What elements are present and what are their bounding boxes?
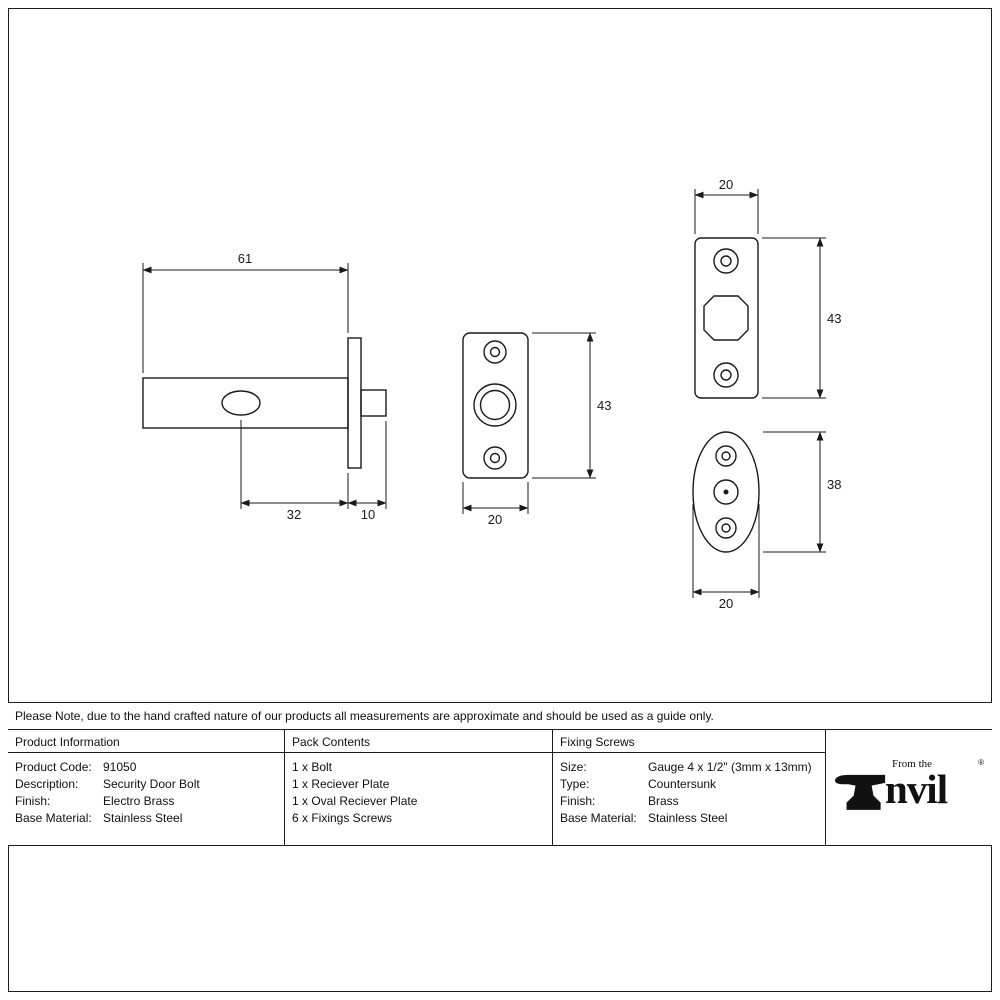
dimension-receiver-height: 43 bbox=[762, 237, 841, 399]
dim-label-receiver-height: 43 bbox=[827, 311, 841, 326]
dim-label-receiver-width: 20 bbox=[719, 177, 733, 192]
dim-label-faceplate-height: 43 bbox=[597, 398, 611, 413]
faceplate-bottom-screw-hole bbox=[483, 446, 507, 470]
row-value: Countersunk bbox=[648, 776, 717, 791]
brand-logo-cell: From the ® nvil bbox=[826, 730, 992, 845]
faceplate-front-view bbox=[462, 332, 529, 479]
bolt-slot-hole bbox=[221, 390, 261, 416]
row-value: 91050 bbox=[103, 759, 137, 774]
bolt-side-view bbox=[142, 337, 387, 469]
table-row: Finish: Electro Brass bbox=[15, 792, 284, 809]
row-label: Description: bbox=[15, 776, 79, 791]
row-value: Electro Brass bbox=[103, 793, 175, 808]
dimension-receiver-width: 20 bbox=[694, 177, 759, 234]
registered-trademark-symbol: ® bbox=[978, 757, 984, 767]
logo-tagline: From the bbox=[892, 757, 933, 770]
row-label: Base Material: bbox=[560, 810, 637, 825]
page-border bbox=[8, 8, 992, 992]
row-value: Stainless Steel bbox=[103, 810, 183, 825]
dim-label-oval-height: 38 bbox=[827, 477, 841, 492]
list-item: 6 x Fixings Screws bbox=[292, 810, 393, 825]
list-item: 1 x Bolt bbox=[292, 759, 333, 774]
list-item: 1 x Oval Reciever Plate bbox=[292, 793, 418, 808]
spec-table: Product Information Product Code: 91050 … bbox=[8, 729, 992, 846]
row-value: Security Door Bolt bbox=[103, 776, 200, 791]
table-row: Finish: Brass bbox=[560, 792, 825, 809]
oval-bottom-screw-hole bbox=[715, 517, 737, 539]
faceplate-bolt-hole bbox=[473, 383, 517, 427]
dimension-faceplate-width: 20 bbox=[462, 482, 529, 527]
table-row: Type: Countersunk bbox=[560, 775, 825, 792]
row-label: Size: bbox=[560, 759, 587, 774]
bolt-backplate bbox=[347, 337, 362, 469]
bolt-pin bbox=[360, 389, 387, 417]
table-row: Base Material: Stainless Steel bbox=[560, 809, 825, 826]
dim-label-bolt-body: 32 bbox=[287, 507, 301, 522]
fixing-screws-column: Fixing Screws Size: Gauge 4 x 1/2" (3mm … bbox=[553, 730, 826, 845]
dim-label-faceplate-width: 20 bbox=[488, 512, 502, 527]
row-label: Finish: bbox=[15, 793, 51, 808]
row-label: Finish: bbox=[560, 793, 596, 808]
row-value: Gauge 4 x 1/2" (3mm x 13mm) bbox=[648, 759, 812, 774]
dimension-bolt-body: 32 10 bbox=[240, 420, 387, 522]
row-label: Product Code: bbox=[15, 759, 92, 774]
dim-label-bolt-length: 61 bbox=[238, 251, 252, 266]
oval-bolt-hole bbox=[713, 479, 739, 505]
product-information-header: Product Information bbox=[8, 730, 284, 753]
table-row: Description: Security Door Bolt bbox=[15, 775, 284, 792]
row-label: Base Material: bbox=[15, 810, 92, 825]
table-row: Product Code: 91050 bbox=[15, 758, 284, 775]
row-value: Brass bbox=[648, 793, 679, 808]
anvil-logo: From the ® nvil bbox=[834, 758, 984, 818]
product-information-column: Product Information Product Code: 91050 … bbox=[8, 730, 285, 845]
dimension-bolt-length: 61 bbox=[142, 251, 349, 373]
logo-wordmark: nvil bbox=[885, 765, 948, 812]
receiver-strike-cutout bbox=[703, 295, 749, 341]
receiver-top-screw-hole bbox=[713, 248, 739, 274]
row-label: Type: bbox=[560, 776, 590, 791]
dimension-oval-height: 38 bbox=[763, 431, 841, 553]
measurement-note: Please Note, due to the hand crafted nat… bbox=[8, 702, 992, 729]
table-row: Size: Gauge 4 x 1/2" (3mm x 13mm) bbox=[560, 758, 825, 775]
receiver-bottom-screw-hole bbox=[713, 362, 739, 388]
dimension-faceplate-height: 43 bbox=[532, 332, 611, 479]
faceplate-top-screw-hole bbox=[483, 340, 507, 364]
list-item: 1 x Reciever Plate bbox=[292, 776, 390, 791]
pack-contents-header: Pack Contents bbox=[285, 730, 552, 753]
anvil-icon bbox=[834, 774, 886, 810]
dimension-oval-width: 20 bbox=[692, 504, 760, 611]
oval-receiver-plate-view bbox=[692, 431, 760, 553]
table-row: Base Material: Stainless Steel bbox=[15, 809, 284, 826]
fixing-screws-header: Fixing Screws bbox=[553, 730, 825, 753]
receiver-plate-view bbox=[694, 237, 759, 399]
row-value: Stainless Steel bbox=[648, 810, 728, 825]
oval-top-screw-hole bbox=[715, 445, 737, 467]
measurement-note-text: Please Note, due to the hand crafted nat… bbox=[15, 709, 714, 723]
dim-label-bolt-pin: 10 bbox=[361, 507, 375, 522]
technical-drawing-canvas: 61 32 10 43 bbox=[142, 177, 841, 611]
dim-label-oval-width: 20 bbox=[719, 596, 733, 611]
pack-contents-column: Pack Contents 1 x Bolt 1 x Reciever Plat… bbox=[285, 730, 553, 845]
